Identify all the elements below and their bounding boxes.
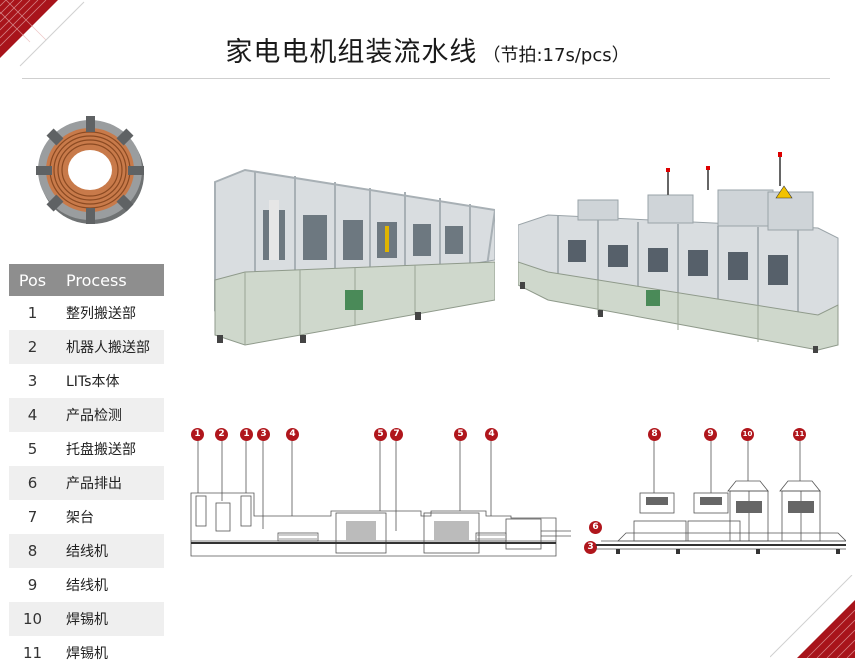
- row-process: 架台: [66, 510, 94, 526]
- table-row: 11 焊锡机: [9, 636, 164, 670]
- marker-1b: 1: [240, 428, 253, 441]
- row-pos: 11: [22, 644, 43, 662]
- row-pos: 8: [9, 534, 56, 568]
- row-pos: 7: [27, 508, 38, 526]
- row-pos: 3: [27, 372, 38, 390]
- row-pos: 6: [9, 466, 56, 500]
- row-process: LITs本体: [66, 374, 120, 390]
- row-process: 结线机: [66, 578, 108, 594]
- marker-1: 1: [191, 428, 204, 441]
- corner-logo-bottom-right: [770, 575, 855, 658]
- header-pos: Pos: [9, 264, 56, 296]
- row-pos: 4: [9, 398, 56, 432]
- table-row: 9 结线机: [9, 568, 164, 602]
- row-process: 结线机: [56, 534, 164, 568]
- side-view-diagram: [596, 441, 846, 554]
- marker-6: 6: [589, 521, 602, 534]
- row-process: 机器人搬送部: [56, 330, 164, 364]
- marker-4: 4: [286, 428, 299, 441]
- marker-2: 2: [215, 428, 228, 441]
- row-process: 托盘搬送部: [66, 442, 136, 458]
- table-row: 1 整列搬送部: [9, 296, 164, 330]
- marker-4b: 4: [485, 428, 498, 441]
- marker-11: 11: [793, 428, 806, 441]
- layout-plan-diagram: [190, 441, 571, 557]
- marker-9: 9: [704, 428, 717, 441]
- row-pos: 1: [27, 304, 38, 322]
- marker-5: 5: [374, 428, 387, 441]
- row-pos: 2: [9, 330, 56, 364]
- table-row: 5 托盘搬送部: [9, 432, 164, 466]
- marker-3: 3: [257, 428, 270, 441]
- title-underline: [22, 78, 830, 79]
- table-header-row: Pos Process: [9, 264, 164, 296]
- title-main: 家电电机组装流水线: [225, 37, 478, 68]
- table-row: 3 LITs本体: [9, 364, 164, 398]
- table-row: 7 架台: [9, 500, 164, 534]
- title-subtitle: （节拍:17s/pcs）: [482, 45, 630, 66]
- row-process: 产品检测: [56, 398, 164, 432]
- row-pos: 5: [27, 440, 38, 458]
- row-process: 产品排出: [56, 466, 164, 500]
- marker-5b: 5: [454, 428, 467, 441]
- page-title: 家电电机组装流水线 （节拍:17s/pcs）: [0, 30, 855, 69]
- assembly-line-photo-left: [214, 168, 495, 346]
- row-process: 整列搬送部: [66, 306, 136, 322]
- marker-7: 7: [390, 428, 403, 441]
- marker-10: 10: [741, 428, 754, 441]
- marker-8: 8: [648, 428, 661, 441]
- marker-3-side: 3: [584, 541, 597, 554]
- row-pos: 9: [27, 576, 38, 594]
- motor-stator-image: [36, 116, 144, 224]
- row-process: 焊锡机: [66, 646, 108, 662]
- corner-logo-top-left: [0, 0, 85, 67]
- assembly-line-photo-right: [518, 152, 839, 353]
- header-process: Process: [56, 264, 164, 296]
- row-process: 焊锡机: [56, 602, 164, 636]
- row-pos: 10: [9, 602, 56, 636]
